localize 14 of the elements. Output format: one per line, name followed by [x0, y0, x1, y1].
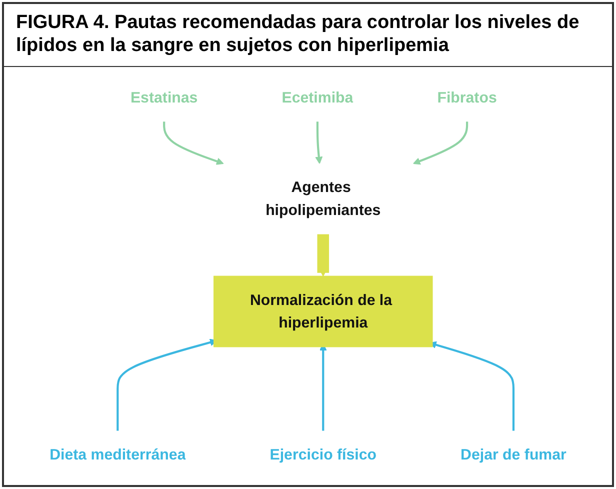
flowchart: Estatinas Ecetimiba Fibratos Agentes hipolipemiantes Normalización de la hiperlipemia Dieta mediterránea Ejercicio físico Dejar de fumar — [4, 66, 612, 485]
node-text: Estatinas — [130, 88, 198, 106]
node-box — [214, 275, 433, 347]
figure-title: FIGURA 4. Pautas recomendadas para controlar los niveles de lípidos en la sangre en sujetos con hiperlipemia — [4, 4, 612, 67]
node-text: Agentes hipolipemiantes — [266, 178, 381, 218]
node-text: Fibratos — [437, 88, 497, 106]
arrow — [163, 121, 224, 164]
node-text: Dejar de fumar — [460, 446, 566, 462]
arrow — [413, 121, 468, 164]
arrow — [317, 231, 330, 276]
node-text: Ecetimiba — [282, 88, 354, 106]
arrow — [315, 121, 323, 164]
node-text: Ejercicio físico — [270, 446, 377, 462]
node-text: Dieta mediterránea — [50, 446, 186, 462]
